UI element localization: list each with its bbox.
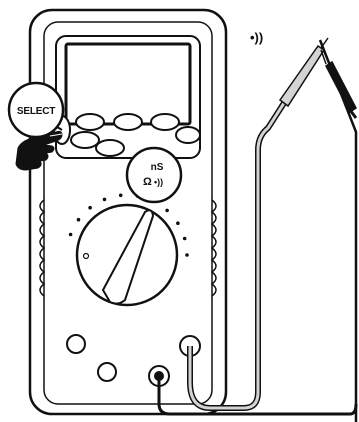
- dial-dot: [76, 217, 81, 222]
- ns-label: nS: [151, 162, 164, 173]
- dark-probe-lead: [157, 376, 358, 416]
- button-left-1[interactable]: [75, 113, 105, 131]
- dial-dot: [102, 197, 107, 202]
- continuity-symbol: •)): [250, 30, 263, 45]
- lcd-screen: [64, 42, 192, 126]
- button-bottom-right[interactable]: [175, 126, 201, 144]
- dial-dot: [182, 236, 187, 241]
- light-probe-lead-fill: [188, 77, 302, 410]
- dial-dot: [118, 193, 123, 198]
- resistance-callout: [125, 146, 183, 204]
- beep-label: •)): [154, 177, 163, 187]
- jack-top-left: [66, 334, 86, 354]
- dial-dot: [185, 253, 189, 257]
- button-top-mid[interactable]: [113, 113, 143, 131]
- jack-bottom-left: [97, 362, 117, 382]
- dial-dot: [68, 232, 73, 237]
- right-grip: [210, 199, 217, 297]
- light-probe-body: [278, 44, 326, 108]
- dial-dot: [176, 221, 180, 225]
- dial-off-marker: [82, 252, 90, 260]
- dial-dot: [88, 205, 92, 210]
- dial-dot: [165, 208, 169, 213]
- select-label: SELECT: [17, 106, 55, 117]
- button-bottom-mid[interactable]: [95, 139, 125, 157]
- light-probe-tip: [320, 37, 329, 49]
- rotary-dial[interactable]: [75, 203, 179, 307]
- button-bottom-left[interactable]: [70, 131, 100, 149]
- button-top-right[interactable]: [150, 113, 180, 131]
- dark-probe-bend: [348, 109, 358, 119]
- pointing-hand-icon: [15, 130, 63, 171]
- ohm-label: Ω: [143, 176, 152, 188]
- dark-probe-body: [325, 60, 357, 114]
- dark-probe-tip: [320, 49, 327, 65]
- left-grip: [39, 199, 46, 297]
